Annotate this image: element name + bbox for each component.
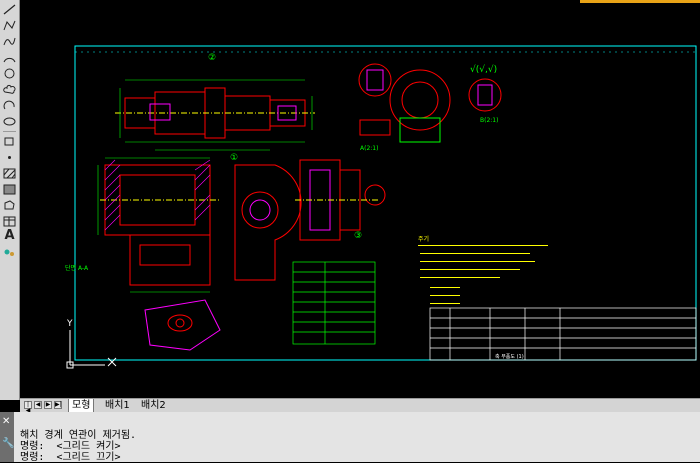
hatch-icon[interactable] [2, 167, 17, 180]
close-icon[interactable]: ✕ [2, 416, 11, 427]
shaft-dimensions [119, 79, 313, 151]
ellipse-icon[interactable] [2, 115, 17, 128]
line-icon[interactable] [2, 3, 17, 16]
title-row-text: 축 부품도 (1) [495, 353, 524, 360]
gradient-icon[interactable] [2, 183, 17, 196]
arc-icon[interactable] [2, 51, 17, 64]
detail-views [358, 63, 502, 143]
bracket-view [234, 164, 302, 281]
drawing-canvas[interactable]: ② ① ③ √(√,√) 단면 A-A A(2:1) B(2:1) 주기 축 부… [20, 0, 700, 398]
draw-toolbar: A [0, 0, 20, 400]
insert-block-icon[interactable] [2, 135, 17, 148]
notes-block [418, 245, 548, 304]
command-window-handle[interactable]: ✕ 🔧 [0, 412, 14, 462]
shaft-view [115, 87, 315, 139]
ucs-icon [66, 330, 117, 369]
section-dimensions [97, 157, 210, 293]
section-label: 단면 A-A [65, 264, 89, 272]
surface-symbol-label: √(√,√) [470, 64, 497, 75]
first-tab-button[interactable]: |◀ [24, 401, 32, 414]
mtext-icon[interactable]: A [4, 228, 15, 243]
command-history-line: 해치 경계 연관이 제거됨. [20, 430, 137, 441]
tab-model[interactable]: 모형 [68, 399, 95, 412]
add-selected-icon[interactable] [2, 246, 17, 259]
circle-icon[interactable] [2, 67, 17, 80]
small-part-view [144, 299, 221, 351]
layout-tab-bar: |◀ ◀ ▶ ▶| 모형 배치1 배치2 [20, 398, 700, 414]
prev-tab-button[interactable]: ◀ [34, 401, 42, 409]
detail-label-1: ① [230, 153, 238, 163]
arc-3point-icon[interactable] [2, 99, 17, 112]
table-icon[interactable] [2, 215, 17, 228]
polyline-icon[interactable] [2, 19, 17, 32]
title-block [429, 307, 697, 361]
tab-layout2[interactable]: 배치2 [141, 400, 166, 411]
command-window: ✕ 🔧 해치 경계 연관이 제거됨. 명령: <그리드 켜기> 명령: <그리드… [0, 412, 700, 463]
region-icon[interactable] [2, 199, 17, 212]
accent-bar [580, 0, 700, 3]
point-icon[interactable] [2, 151, 17, 164]
next-tab-button[interactable]: ▶ [44, 401, 52, 409]
detail-label-2: ② [208, 53, 216, 63]
spline-icon[interactable] [2, 35, 17, 48]
tab-layout1[interactable]: 배치1 [105, 400, 130, 411]
spec-table [292, 261, 376, 345]
detail-a-label: A(2:1) [360, 145, 378, 152]
command-history-line: 명령: <그리드 끄기> [20, 452, 121, 463]
section-view [100, 164, 220, 286]
detail-b-label: B(2:1) [480, 117, 498, 124]
detail-label-3: ③ [354, 231, 362, 241]
gear-view [295, 159, 386, 241]
ucs-y-label: Y [66, 319, 73, 329]
hatch-area [104, 159, 211, 231]
notes-header: 주기 [418, 235, 429, 243]
revision-cloud-icon[interactable] [2, 83, 17, 96]
command-history-line: 명령: <그리드 켜기> [20, 441, 121, 452]
drawing-border [74, 45, 697, 361]
last-tab-button[interactable]: ▶| [54, 401, 62, 409]
wrench-icon[interactable]: 🔧 [2, 438, 15, 449]
